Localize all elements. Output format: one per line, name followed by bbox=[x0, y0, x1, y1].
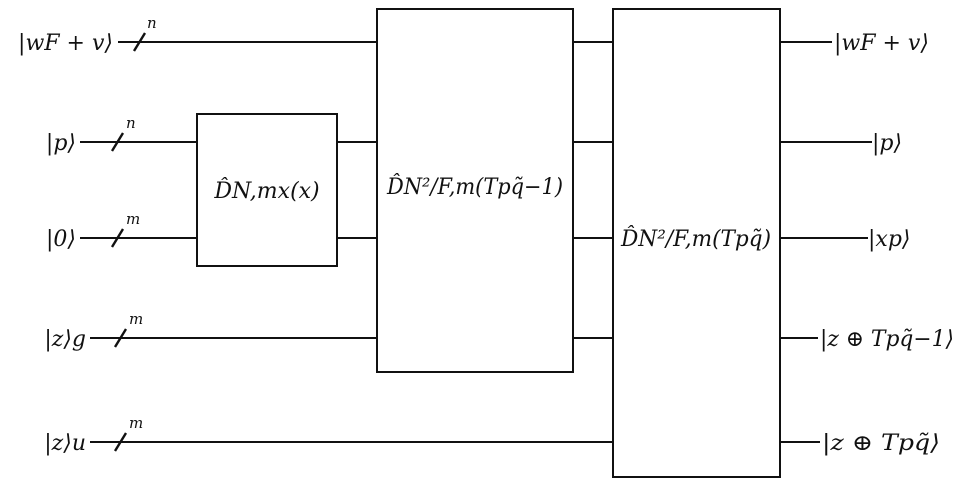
input-label-zu: |z⟩u bbox=[44, 431, 86, 456]
bus-width-zg: m bbox=[129, 310, 143, 328]
gate-label-2: D̂N²/F,m(Tpq̃−1) bbox=[386, 174, 563, 200]
wires bbox=[80, 41, 872, 443]
bus-width-p: n bbox=[126, 114, 136, 132]
output-label-zt: |z ⊕ Tpq̃⟩ bbox=[822, 431, 940, 456]
gate-box-1 bbox=[196, 113, 338, 267]
gate-box-2 bbox=[376, 8, 574, 373]
input-labels: |wF + v⟩ |p⟩ |0⟩ |z⟩g |z⟩u bbox=[18, 31, 113, 456]
slash-zg bbox=[113, 328, 128, 348]
gate-label-3: D̂N²/F,m(Tpq̃) bbox=[620, 226, 771, 252]
output-label-wf: |wF + v⟩ bbox=[834, 31, 929, 56]
output-label-xp: |xp⟩ bbox=[868, 227, 911, 252]
bus-width-labels: n n m m m bbox=[126, 14, 157, 432]
bus-width-wf: n bbox=[147, 14, 157, 32]
input-label-zg: |z⟩g bbox=[44, 327, 86, 352]
gate-box-3 bbox=[612, 8, 781, 478]
output-label-zt1: |z ⊕ Tpq̃−1⟩ bbox=[820, 327, 954, 352]
gates: D̂N,mx(x) D̂N²/F,m(Tpq̃−1) D̂N²/F,m(Tpq̃… bbox=[196, 8, 781, 478]
input-label-wf: |wF + v⟩ bbox=[18, 31, 113, 56]
gate-label-1: D̂N,mx(x) bbox=[213, 178, 319, 204]
slash-zero bbox=[110, 228, 125, 248]
slash-p bbox=[110, 132, 125, 152]
bus-width-zu: m bbox=[129, 414, 143, 432]
output-labels: |wF + v⟩ |p⟩ |xp⟩ |z ⊕ Tpq̃−1⟩ |z ⊕ Tpq̃… bbox=[820, 31, 954, 456]
slash-wf bbox=[132, 32, 147, 52]
input-label-zero: |0⟩ bbox=[46, 227, 76, 252]
bus-width-zero: m bbox=[126, 210, 140, 228]
output-label-p: |p⟩ bbox=[872, 131, 902, 156]
slash-zu bbox=[113, 432, 128, 452]
input-label-p: |p⟩ bbox=[46, 131, 76, 156]
bus-slashes bbox=[110, 32, 147, 452]
